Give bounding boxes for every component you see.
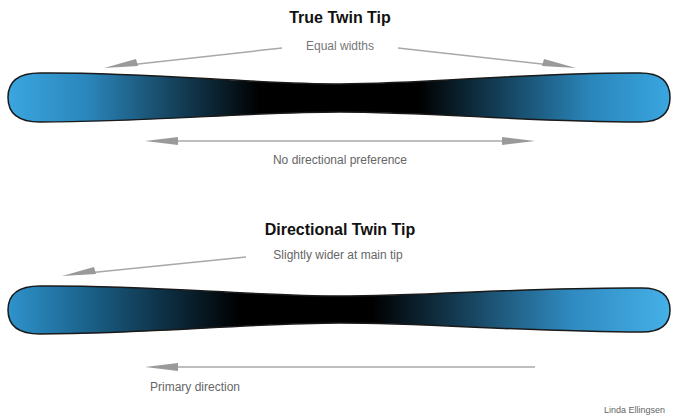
heading: Directional Twin Tip <box>262 221 419 239</box>
annotation: No directional preference <box>270 154 410 168</box>
heading: True Twin Tip <box>286 9 394 27</box>
credit: Linda Ellingsen <box>601 405 668 415</box>
annotation: Equal widths <box>303 40 377 54</box>
ski-directional <box>8 286 670 334</box>
annotation: Slightly wider at main tip <box>270 249 405 263</box>
leader-arrows <box>62 48 576 371</box>
ski-true-twin <box>8 73 670 122</box>
annotation: Primary direction <box>147 381 243 395</box>
